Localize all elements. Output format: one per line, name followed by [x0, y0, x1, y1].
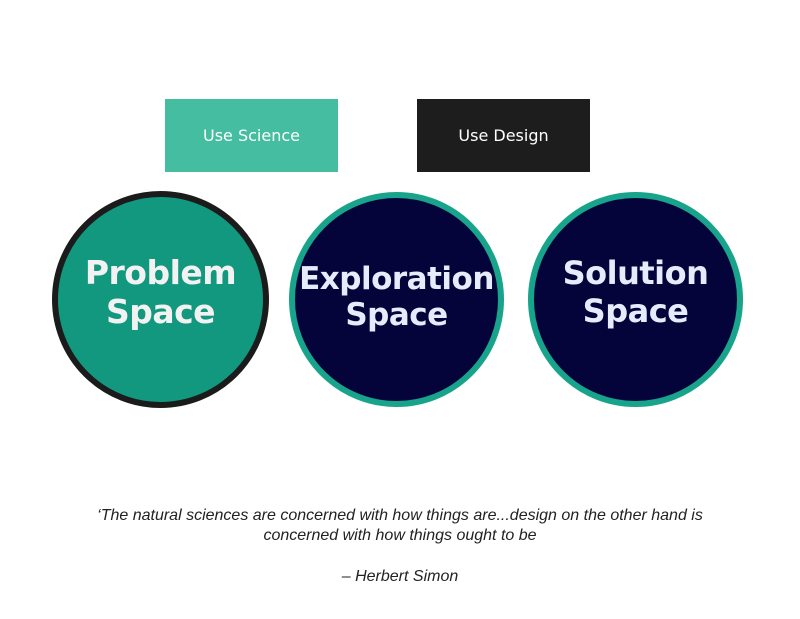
solution-space-label-line2: Space: [582, 291, 689, 330]
quote-line2: concerned with how things ought to be: [263, 527, 537, 544]
quote-author: – Herbert Simon: [341, 568, 459, 585]
use-design-label: Use Design: [458, 126, 549, 145]
exploration-space-label-line1: Exploration: [299, 260, 494, 297]
problem-space-label-line2: Space: [105, 291, 216, 331]
use-design-box: Use Design: [417, 99, 590, 172]
use-science-box: Use Science: [165, 99, 338, 172]
exploration-space-label-line2: Space: [345, 296, 448, 333]
quote-line1: ‘The natural sciences are concerned with…: [97, 507, 703, 524]
problem-space-circle: Problem Space: [52, 191, 269, 408]
quote-text: ‘The natural sciences are concerned with…: [40, 506, 760, 546]
solution-space-label-line1: Solution: [562, 254, 709, 293]
problem-space-label-line1: Problem: [84, 253, 237, 293]
solution-space-circle: Solution Space: [528, 192, 743, 407]
exploration-space-circle: Exploration Space: [289, 192, 504, 407]
use-science-label: Use Science: [203, 126, 300, 145]
